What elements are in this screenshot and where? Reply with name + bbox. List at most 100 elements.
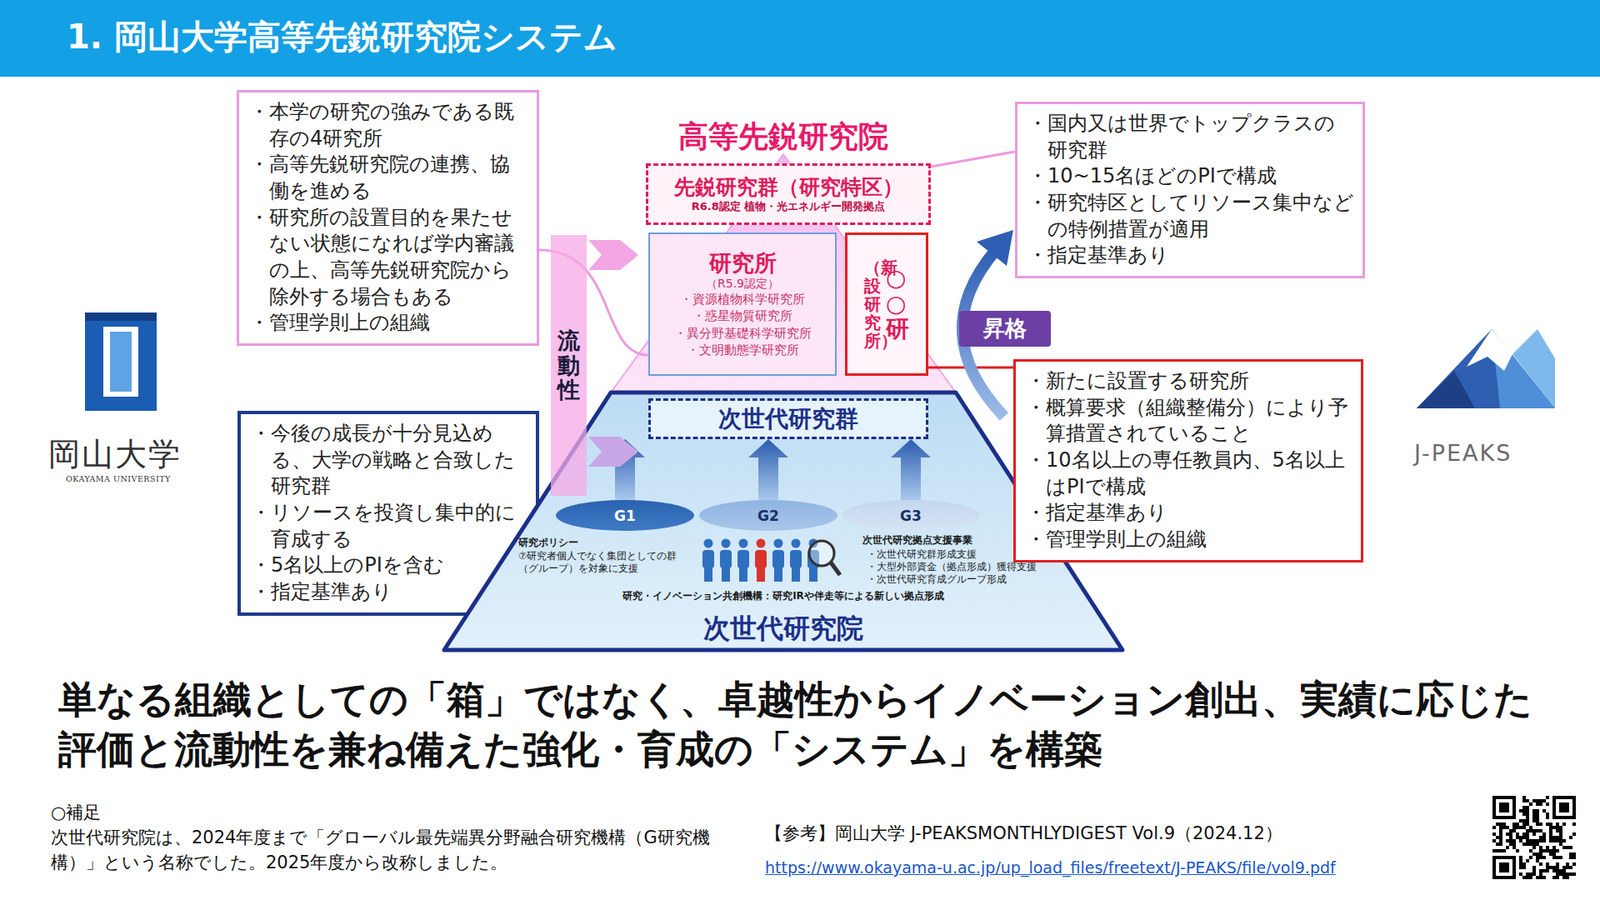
qr-module [1562, 869, 1566, 873]
qr-module [1572, 832, 1576, 836]
qr-module [1539, 855, 1543, 860]
label-slot: 研究ポリシー [518, 536, 685, 550]
qr-module [1555, 855, 1560, 860]
qr-module [1525, 822, 1530, 826]
qr-module [1519, 862, 1523, 866]
title-text: 1. 岡山大学高等先鋭研究院システム [0, 0, 1600, 57]
qr-module [1549, 832, 1553, 836]
box-text: ・異分野基礎科学研究所 [674, 325, 812, 342]
qr-module [1522, 842, 1526, 846]
qr-module [1525, 835, 1530, 840]
label-slot: ・次世代研究育成グループ形成 [866, 573, 1007, 586]
qr-module [1515, 835, 1520, 840]
reference-url: https://www.okayama-u.ac.jp/up_load_file… [765, 858, 1336, 877]
qr-module [1569, 835, 1573, 840]
qr-module [1529, 872, 1533, 876]
qr-module [1552, 835, 1556, 840]
callout-item: ・10名以上の専任教員内、5名以上はPIで構成 [1025, 447, 1353, 500]
qr-module [1502, 825, 1506, 830]
callout-item: ・高等先鋭研究院の連携、協働を進める [249, 151, 529, 205]
box-text: ・資源植物科学研究所 [680, 290, 805, 308]
qr-module [1562, 822, 1566, 826]
qr-module [1559, 869, 1563, 873]
qr-module [1545, 865, 1550, 870]
qr-module [1522, 835, 1526, 840]
flow-band: 流動性 [550, 235, 587, 496]
note-heading: ○補足 [50, 800, 101, 825]
qr-module [1552, 852, 1556, 856]
qr-module [1545, 845, 1550, 850]
qr-module [1502, 849, 1506, 853]
callout-item: ・今後の成長が十分見込める、大学の戦略と合致した研究群 [250, 420, 528, 500]
box-text: （R5.9認定） [705, 275, 780, 291]
qr-module [1535, 815, 1540, 820]
logo-text: 岡山大学 [48, 433, 182, 476]
qr-module [1535, 809, 1540, 813]
qr-module [1512, 839, 1516, 843]
callout-item: ・指定基準あり [250, 579, 528, 606]
qr-module [1535, 839, 1540, 843]
qr-module [1495, 849, 1500, 853]
qr-module [1555, 869, 1560, 873]
qr-module [1562, 865, 1566, 870]
qr-module [1509, 842, 1513, 846]
qr-module [1555, 865, 1560, 870]
label-slot: 次世代研究拠点支援事業 [862, 534, 973, 548]
callout-item: ・リソースを投資し集中的に育成する [250, 500, 528, 553]
callout-item: ・本学の研究の強みである既存の4研究所 [249, 99, 529, 152]
qr-module [1555, 872, 1560, 876]
qr-module [1552, 855, 1556, 860]
qr-module [1492, 825, 1496, 830]
qr-module [1522, 799, 1526, 803]
qr-module [1522, 795, 1526, 800]
vertical-text: 流動性 [557, 328, 580, 403]
qr-module [1532, 869, 1536, 873]
qr-module [1525, 829, 1530, 833]
qr-module [1555, 825, 1560, 830]
qr-module [1539, 799, 1543, 803]
callout-box: ・本学の研究の強みである既存の4研究所・高等先鋭研究院の連携、協働を進める・研究… [236, 90, 540, 346]
qr-module [1539, 872, 1543, 876]
qr-module [1499, 839, 1503, 843]
qr-finder [1495, 859, 1513, 876]
qr-module [1532, 852, 1536, 856]
group-ellipse: G1 [555, 500, 695, 531]
box-text: 研究所 [709, 250, 777, 276]
qr-finder [1495, 799, 1513, 816]
qr-module [1542, 875, 1546, 880]
qr-module [1555, 822, 1560, 826]
qr-module [1505, 845, 1510, 850]
label-slot: OKAYAMA UNIVERSITY [65, 474, 171, 484]
qr-module [1569, 865, 1573, 870]
qr-module [1495, 842, 1500, 846]
qr-module [1572, 855, 1576, 860]
qr-module [1525, 832, 1530, 836]
group-ellipse: G2 [699, 500, 838, 531]
qr-module [1492, 832, 1496, 836]
footnote: 次世代研究院は、2024年度まで「グローバル最先端異分野融合研究機構（G研究機構… [50, 825, 743, 876]
qr-module [1499, 825, 1503, 830]
qr-module [1509, 829, 1513, 833]
qr-module [1519, 809, 1523, 813]
qr-module [1542, 809, 1546, 813]
qr-module [1499, 835, 1503, 840]
callout-item: ・指定基準あり [1027, 242, 1355, 270]
qr-module [1509, 835, 1513, 840]
qr-module [1525, 875, 1530, 880]
note-item: ・次世代研究育成グループ形成 [866, 573, 1007, 586]
qr-module [1545, 795, 1550, 800]
qr-module [1525, 872, 1530, 876]
qr-module [1519, 835, 1523, 840]
qr-module [1545, 862, 1550, 866]
qr-module [1525, 859, 1530, 863]
callout-item: ・研究所の設置目的を果たせない状態になれば学内審議の上、高等先鋭研究院から除外す… [249, 205, 529, 311]
qr-module [1515, 825, 1520, 830]
group-ellipse: G3 [841, 500, 980, 531]
qr-module [1512, 845, 1516, 850]
qr-module [1525, 799, 1530, 803]
qr-module [1499, 849, 1503, 853]
note-heading: 研究ポリシー [518, 536, 685, 550]
qr-module [1529, 839, 1533, 843]
qr-module [1565, 865, 1570, 870]
qr-module [1562, 839, 1566, 843]
